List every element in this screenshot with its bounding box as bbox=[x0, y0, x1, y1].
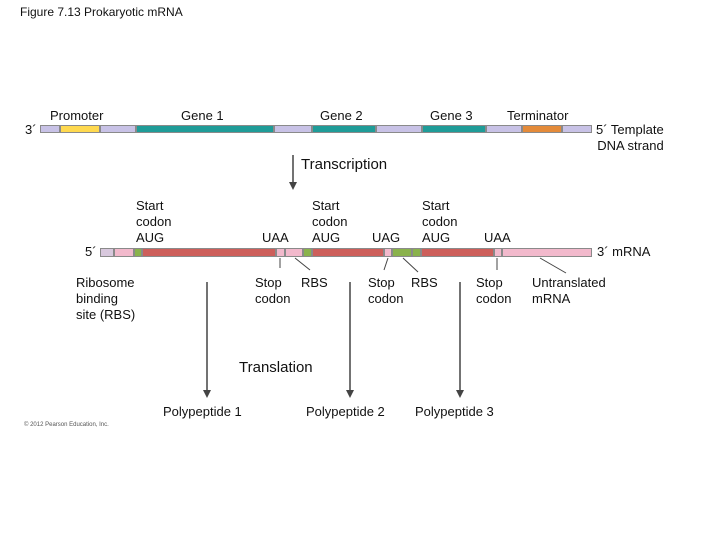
dna-5prime-template-label: 5´ Template DNA strand bbox=[596, 122, 664, 153]
gene1-label: Gene 1 bbox=[181, 108, 224, 123]
rbs-3-segment bbox=[392, 248, 412, 257]
start-codon-2-label: Start codon AUG bbox=[312, 198, 348, 245]
rbs-2-label: RBS bbox=[301, 275, 328, 290]
dna-spacer-segment bbox=[274, 125, 312, 133]
stop-codon-2-segment bbox=[384, 248, 392, 257]
start-codon-1-segment bbox=[134, 248, 142, 257]
start-codon-3-segment bbox=[412, 248, 421, 257]
transcription-label: Transcription bbox=[301, 156, 388, 173]
terminator-label: Terminator bbox=[507, 108, 569, 123]
stop-codon-3-sequence: UAA bbox=[484, 230, 511, 245]
untranslated-pointer bbox=[539, 257, 567, 274]
rbs-1-segment bbox=[114, 248, 134, 257]
dna-trailer-segment bbox=[562, 125, 592, 133]
gene1-segment bbox=[136, 125, 274, 133]
start-codon-2-segment bbox=[303, 248, 312, 257]
mrna-3prime-label: 3´ mRNA bbox=[597, 244, 651, 259]
dna-spacer-segment bbox=[100, 125, 136, 133]
stop-codon-3-label: Stop codon bbox=[476, 275, 512, 306]
untranslated-mrna-label: Untranslated mRNA bbox=[532, 275, 606, 306]
start-codon-1-label: Start codon AUG bbox=[136, 198, 172, 245]
coding-region-3 bbox=[421, 248, 494, 257]
transcription-arrow bbox=[289, 155, 297, 190]
gene3-segment bbox=[422, 125, 486, 133]
copyright-notice: © 2012 Pearson Education, Inc. bbox=[24, 422, 109, 428]
gene2-segment bbox=[312, 125, 376, 133]
translation-arrow-1 bbox=[203, 282, 211, 398]
stop-codon-3-segment bbox=[494, 248, 502, 257]
polypeptide-2-label: Polypeptide 2 bbox=[306, 404, 385, 419]
rbs-2-segment bbox=[285, 248, 303, 257]
terminator-segment bbox=[522, 125, 562, 133]
rbs-3-label: RBS bbox=[411, 275, 438, 290]
gene2-label: Gene 2 bbox=[320, 108, 363, 123]
rbs2-pointer bbox=[294, 257, 311, 271]
polypeptide-1-label: Polypeptide 1 bbox=[163, 404, 242, 419]
stop-codon-1-sequence: UAA bbox=[262, 230, 289, 245]
stop-codon-1-segment bbox=[276, 248, 285, 257]
stop-codon-1-label: Stop codon bbox=[255, 275, 291, 306]
promoter-label: Promoter bbox=[50, 108, 104, 123]
translation-label: Translation bbox=[239, 359, 313, 376]
coding-region-2 bbox=[312, 248, 384, 257]
figure-title: Figure 7.13 Prokaryotic mRNA bbox=[20, 5, 183, 19]
translation-arrow-2 bbox=[346, 282, 354, 398]
promoter-segment bbox=[60, 125, 100, 133]
rbs3-pointer bbox=[402, 257, 419, 273]
dna-spacer-segment bbox=[486, 125, 522, 133]
dna-3prime-label: 3´ bbox=[25, 122, 37, 137]
dna-leader-segment bbox=[40, 125, 60, 133]
coding-region-1 bbox=[142, 248, 276, 257]
rbs-label: Ribosome binding site (RBS) bbox=[76, 275, 136, 322]
translation-arrow-3 bbox=[456, 282, 464, 398]
start-codon-3-label: Start codon AUG bbox=[422, 198, 458, 245]
stop-codon-2-sequence: UAG bbox=[372, 230, 401, 245]
mrna-3prime-utr bbox=[502, 248, 592, 257]
stop2-pointer bbox=[383, 257, 389, 271]
dna-spacer-segment bbox=[376, 125, 422, 133]
stop-codon-2-label: Stop codon bbox=[368, 275, 404, 306]
polypeptide-3-label: Polypeptide 3 bbox=[415, 404, 494, 419]
mrna-5prime-label: 5´ bbox=[85, 244, 97, 259]
mrna-5prime-utr bbox=[100, 248, 114, 257]
gene3-label: Gene 3 bbox=[430, 108, 473, 123]
